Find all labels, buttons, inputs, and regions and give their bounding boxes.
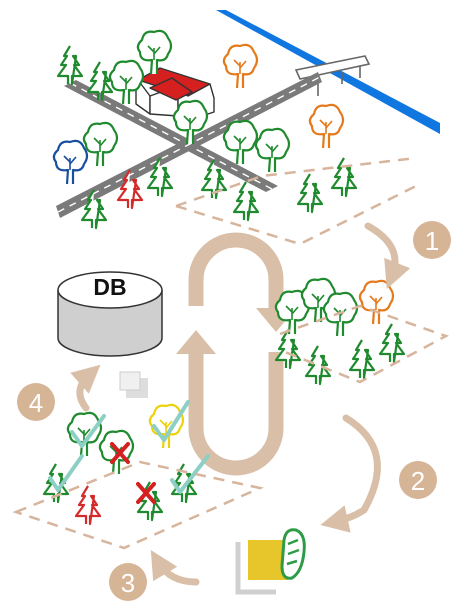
- step-2-badge-icon: 2: [399, 461, 437, 499]
- step-3-number: 3: [121, 568, 135, 598]
- parcel-outline-right: [279, 304, 450, 384]
- bridge: [294, 55, 371, 96]
- cross-mark-icons: [110, 442, 156, 504]
- step-2-number: 2: [411, 466, 425, 496]
- step-1-number: 1: [425, 226, 439, 256]
- right-stand-trees: [274, 277, 406, 386]
- step-4-number: 4: [29, 388, 43, 418]
- database-cylinder-icon: [57, 271, 163, 357]
- step-3-badge-icon: 3: [109, 563, 147, 601]
- step-4-badge-icon: 4: [17, 383, 55, 421]
- check-mark-icons: [48, 400, 210, 494]
- cycle-arrow-icon: [188, 232, 284, 476]
- data-sheet-icon: [119, 371, 148, 398]
- roads: [56, 72, 322, 218]
- step-arrows: [70, 222, 411, 586]
- step-1-badge-icon: 1: [413, 221, 451, 259]
- parcel-outline-top: [175, 156, 417, 246]
- cycle-arrowhead-up: [176, 330, 216, 354]
- database-label: DB: [93, 274, 126, 300]
- parcel-outline-bottom: [12, 460, 265, 550]
- footprint-icon: [280, 528, 306, 580]
